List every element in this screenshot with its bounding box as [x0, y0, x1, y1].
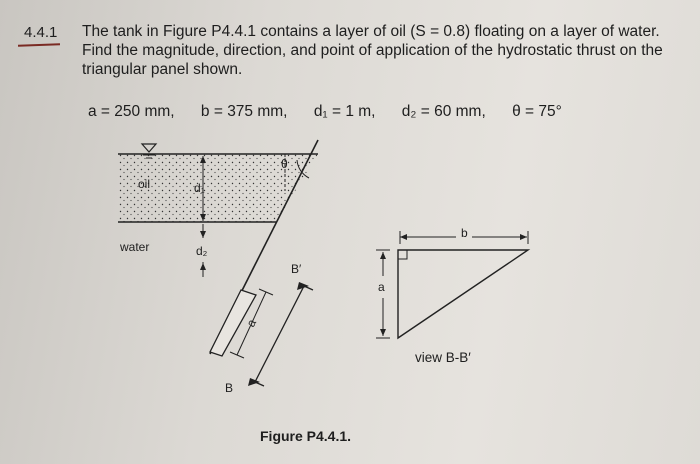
- b-width-label: b: [461, 226, 468, 240]
- b-prime-label: B′: [291, 262, 302, 276]
- theta-label: θ: [281, 157, 288, 171]
- water-label: water: [120, 240, 150, 254]
- param-d2: d₂ = 60 mm,: [401, 103, 486, 120]
- param-a: a = 250 mm,: [88, 103, 175, 120]
- a-height-label: a: [378, 280, 385, 294]
- param-theta: θ = 75°: [512, 103, 562, 120]
- oil-layer: [118, 154, 318, 222]
- d1-label: d₁: [194, 181, 205, 195]
- figure-caption: Figure P4.4.1.: [260, 428, 352, 444]
- param-d1: d₁ = 1 m,: [313, 103, 376, 120]
- panel-edge-view: [209, 289, 257, 357]
- section-cut-line: [254, 285, 314, 387]
- theta-arc: [296, 159, 310, 179]
- b-cut-label: B: [225, 381, 234, 395]
- problem-number: 4.4.1: [24, 24, 58, 41]
- d2-label: d₂: [196, 244, 208, 258]
- a-dimension-line: [236, 291, 267, 356]
- view-bb-label: view B-B′: [415, 350, 471, 365]
- param-b: b = 375 mm,: [200, 103, 288, 120]
- parameter-list: a = 250 mm, b = 375 mm, d₁ = 1 m, d₂ = 6…: [88, 103, 584, 121]
- free-surface-symbol: [140, 143, 158, 153]
- problem-statement: The tank in Figure P4.4.1 contains a lay…: [82, 23, 663, 78]
- right-angle-marker: [398, 250, 408, 260]
- oil-label: oil: [138, 177, 151, 191]
- panel-triangle-view: [397, 249, 531, 340]
